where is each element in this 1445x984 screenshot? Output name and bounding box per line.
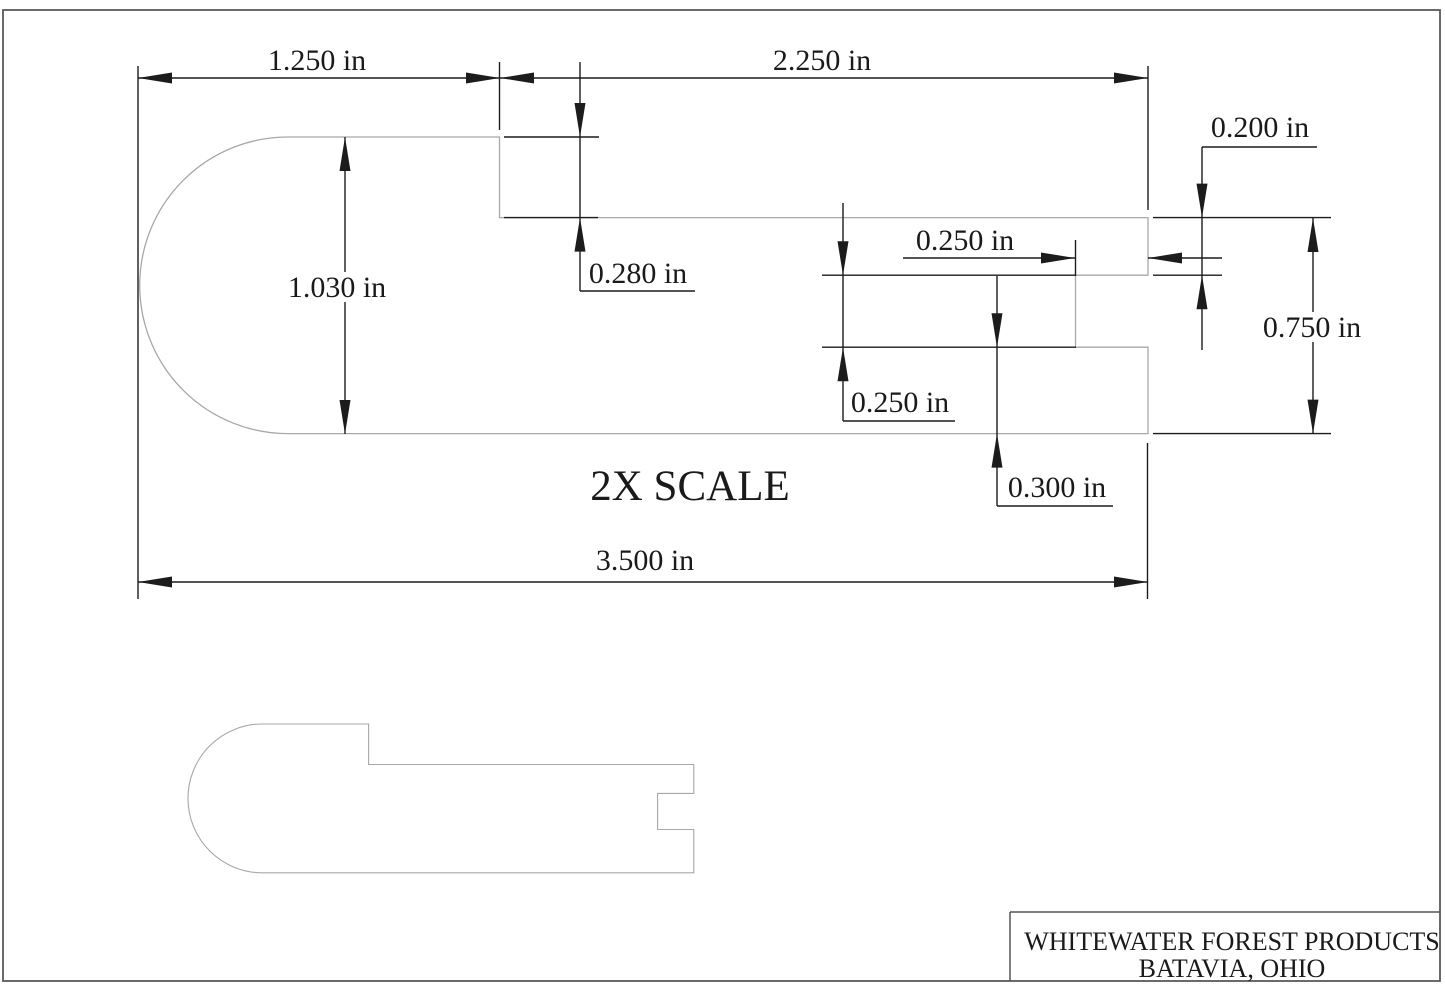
dimension-arrowhead xyxy=(1114,576,1148,588)
dimension-arrowhead xyxy=(339,400,351,434)
dimension-arrowhead xyxy=(1148,252,1182,264)
scale-label: 2X SCALE xyxy=(590,463,789,510)
dimension-arrowhead xyxy=(1307,218,1319,252)
dim-label-notch-to-bottom: 0.300 in xyxy=(1008,471,1106,504)
dimension-arrowhead xyxy=(138,72,172,84)
dim-label-top-right-length: 2.250 in xyxy=(773,44,871,77)
dimension-arrowhead xyxy=(991,433,1003,468)
title-block-border xyxy=(1009,911,1440,981)
dimension-arrowhead xyxy=(1114,72,1148,84)
dimension-arrowhead xyxy=(466,72,500,84)
dim-label-right-end-height: 0.750 in xyxy=(1263,311,1361,344)
dim-label-notch-height: 0.250 in xyxy=(851,386,949,419)
dimension-arrowhead xyxy=(574,103,586,137)
sheet-border xyxy=(2,9,1441,982)
dimension-annotations: 1.250 in 2.250 in 0.200 in 1.030 in 0.280 in… xyxy=(137,44,1361,599)
dimension-arrowhead xyxy=(837,241,849,276)
dimension-arrowhead xyxy=(1041,252,1075,264)
dimension-arrowhead xyxy=(837,347,849,382)
title-block-location: BATAVIA, OHIO xyxy=(1139,954,1326,983)
dimension-arrowhead xyxy=(1307,399,1319,434)
dimension-arrowhead xyxy=(500,72,534,84)
dimension-arrowhead xyxy=(339,137,351,171)
profile-outline-1x xyxy=(187,723,695,874)
dim-label-notch-depth: 0.250 in xyxy=(916,224,1014,257)
profile-outline-2x xyxy=(139,136,1149,435)
dimension-arrowhead xyxy=(991,313,1003,348)
title-block-company: WHITEWATER FOREST PRODUCTS xyxy=(1024,927,1440,956)
dimension-arrowhead xyxy=(1196,275,1208,310)
dimension-arrowhead xyxy=(1196,183,1208,218)
dim-label-top-left-length: 1.250 in xyxy=(268,44,366,77)
dimension-arrowhead xyxy=(574,217,586,252)
dimension-arrowhead xyxy=(138,576,172,588)
dim-label-step-depth: 0.280 in xyxy=(589,257,687,290)
dim-label-overall-height: 1.030 in xyxy=(288,271,386,304)
dim-label-overall-length: 3.500 in xyxy=(596,544,694,577)
title-block: WHITEWATER FOREST PRODUCTS BATAVIA, OHIO xyxy=(1009,911,1440,983)
dim-label-right-edge-to-notch: 0.200 in xyxy=(1211,111,1309,144)
